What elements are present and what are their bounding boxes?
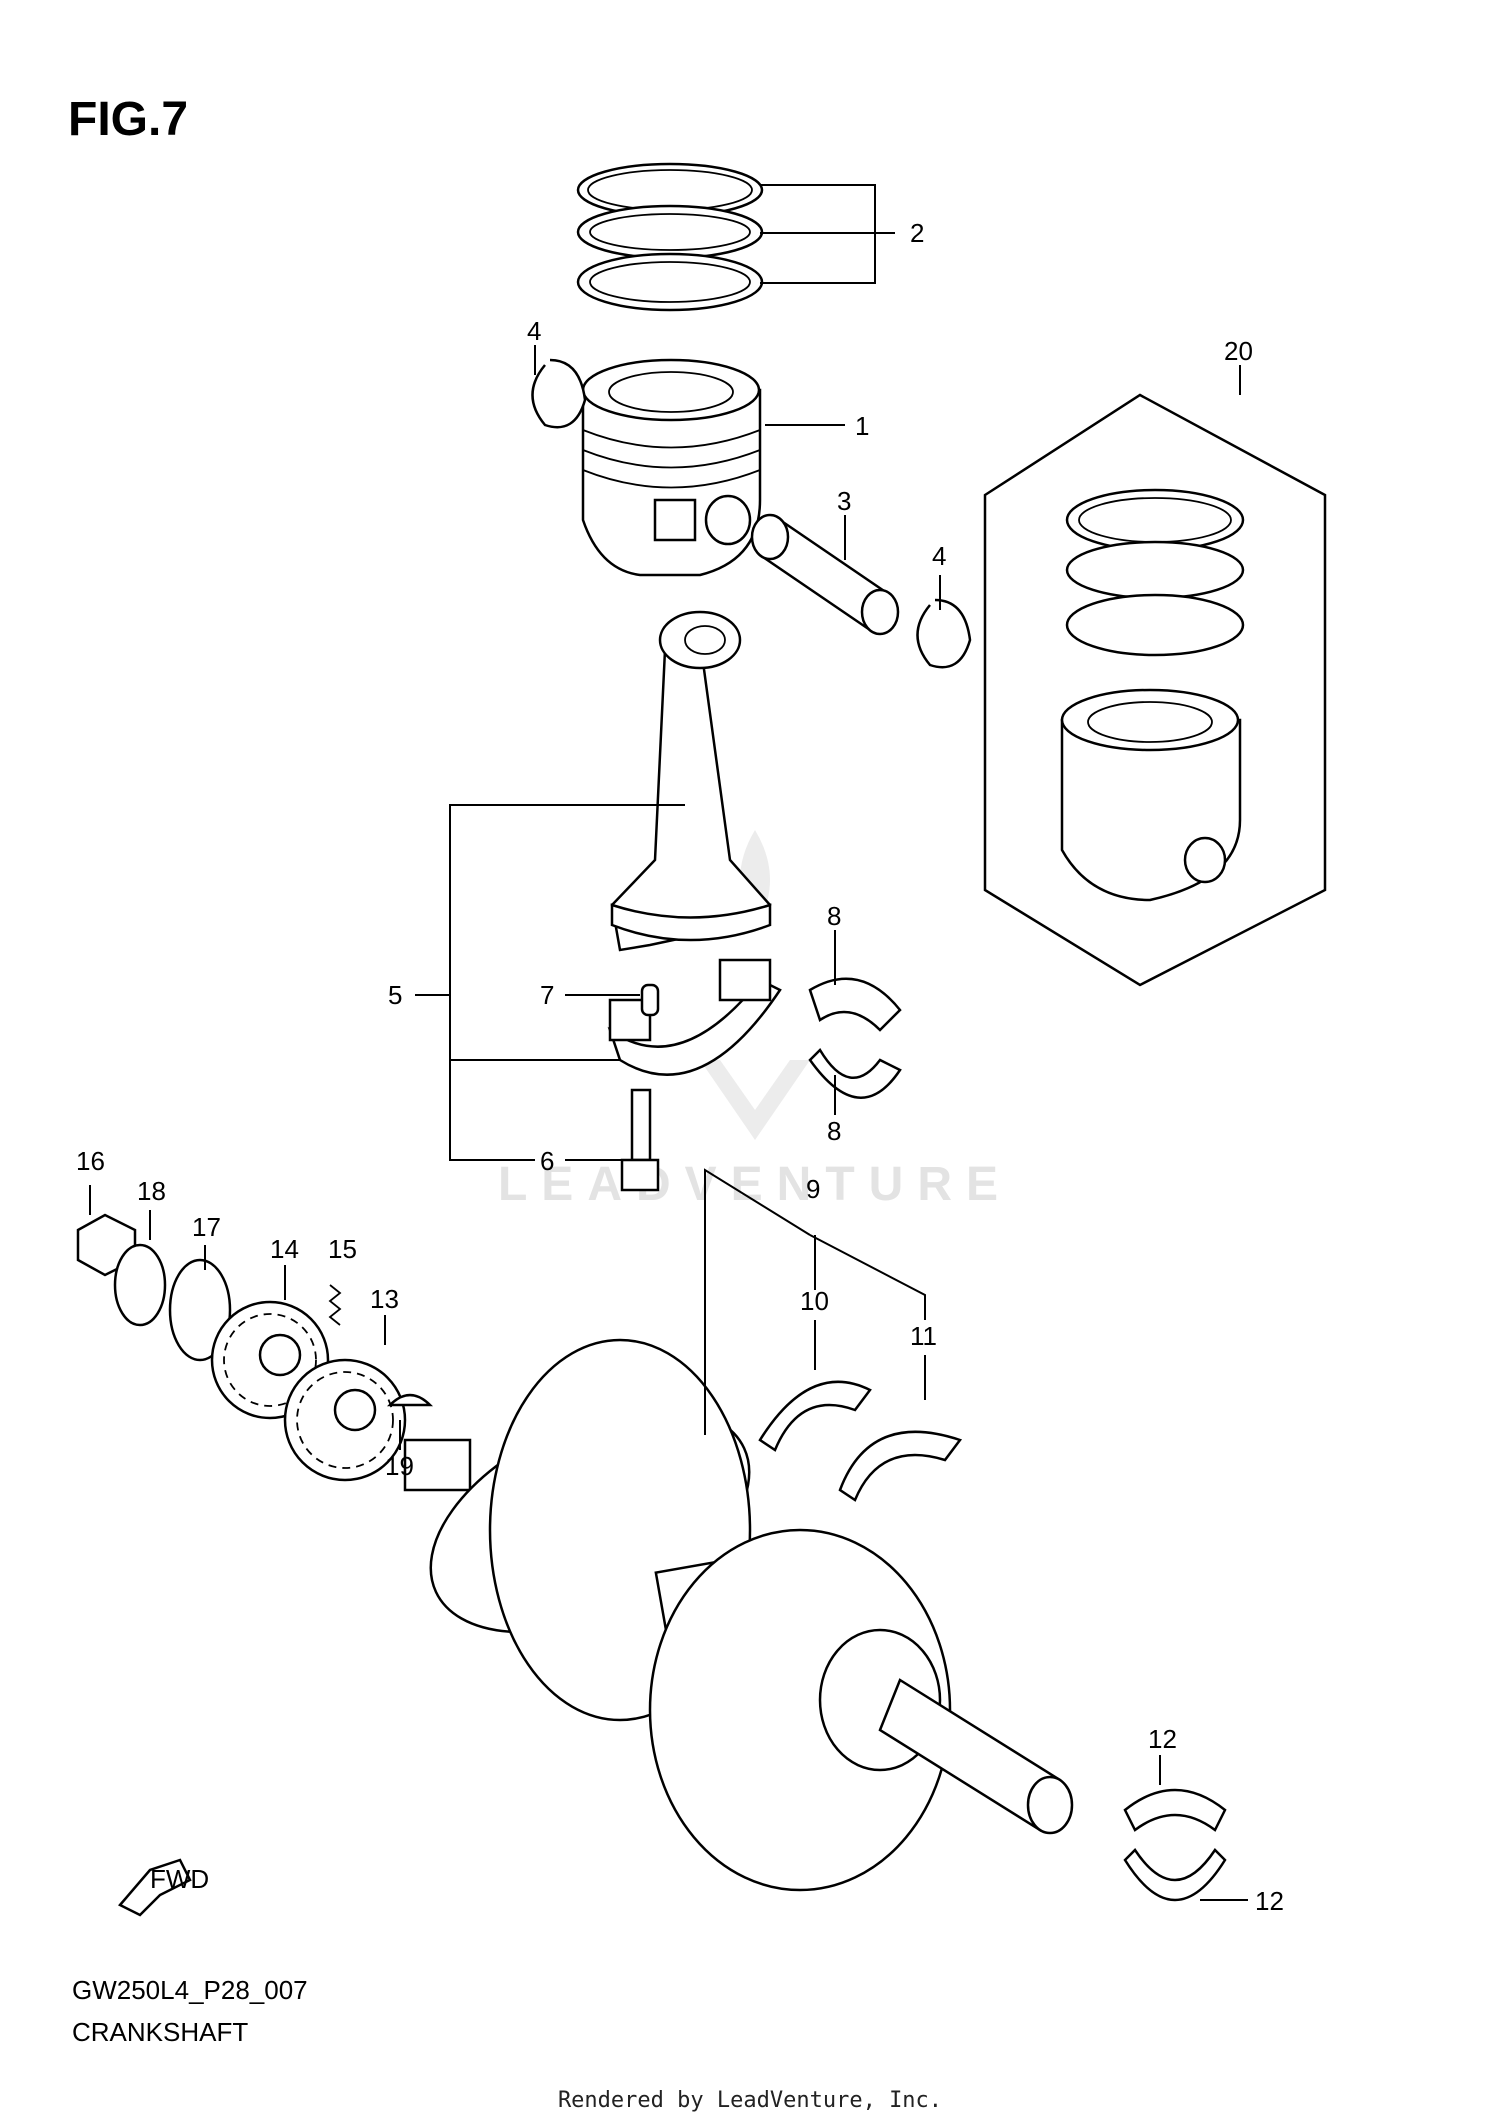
callout-4-right: 4 [932, 541, 946, 571]
circlip-right [916, 598, 972, 669]
spring [328, 1284, 342, 1326]
main-bearing [1123, 1788, 1227, 1902]
callout-labels: 2 1 4 3 4 20 5 7 6 8 8 9 10 11 12 12 16 … [76, 218, 1284, 1916]
section-name: CRANKSHAFT [72, 2017, 249, 2047]
callout-12-top: 12 [1148, 1724, 1177, 1754]
callout-7: 7 [540, 980, 554, 1010]
crankshaft [403, 1338, 1074, 1892]
gear-13 [283, 1358, 407, 1482]
lock-washer [168, 1258, 232, 1362]
callout-8-bottom: 8 [827, 1116, 841, 1146]
callout-10: 10 [800, 1286, 829, 1316]
callout-19: 19 [385, 1451, 414, 1481]
callout-12-bottom: 12 [1255, 1886, 1284, 1916]
woodruff-key [386, 1393, 434, 1407]
fwd-text: FWD [150, 1864, 209, 1894]
callout-3: 3 [837, 486, 851, 516]
rod-dowel-pin [640, 983, 660, 1017]
callout-9: 9 [806, 1174, 820, 1204]
callout-16: 16 [76, 1146, 105, 1176]
piston-pin [750, 513, 900, 636]
circlip-left [531, 358, 587, 429]
callout-20: 20 [1224, 336, 1253, 366]
piston [581, 358, 762, 577]
callout-17: 17 [192, 1212, 221, 1242]
watermark: LEADVENTURE [498, 830, 1012, 1211]
thrust-washer-10 [758, 1380, 872, 1452]
watermark-text: LEADVENTURE [498, 1158, 1012, 1211]
callout-8-top: 8 [827, 901, 841, 931]
callout-2: 2 [910, 218, 924, 248]
callout-4-left: 4 [527, 316, 541, 346]
thrust-washer-11 [838, 1430, 963, 1502]
washer [113, 1243, 167, 1327]
piston-set [983, 393, 1327, 987]
connecting-rod [610, 610, 772, 952]
rod-bearings [808, 977, 902, 1099]
piston-rings [576, 162, 764, 312]
callout-18: 18 [137, 1176, 166, 1206]
leader-lines [89, 184, 1248, 1901]
figure-label: FIG.7 [68, 93, 189, 146]
callout-14: 14 [270, 1234, 299, 1264]
callout-11: 11 [910, 1321, 937, 1351]
callout-15: 15 [328, 1234, 357, 1264]
fwd-arrow: FWD [118, 1858, 209, 1917]
rendered-by-credit: Rendered by LeadVenture, Inc. [557, 2088, 943, 2113]
callout-1: 1 [855, 411, 869, 441]
callout-5: 5 [388, 980, 402, 1010]
diagram-code: GW250L4_P28_007 [72, 1975, 308, 2005]
callout-13: 13 [370, 1284, 399, 1314]
rod-cap [607, 958, 782, 1076]
rod-bolt [620, 1088, 660, 1192]
callout-6: 6 [540, 1146, 554, 1176]
